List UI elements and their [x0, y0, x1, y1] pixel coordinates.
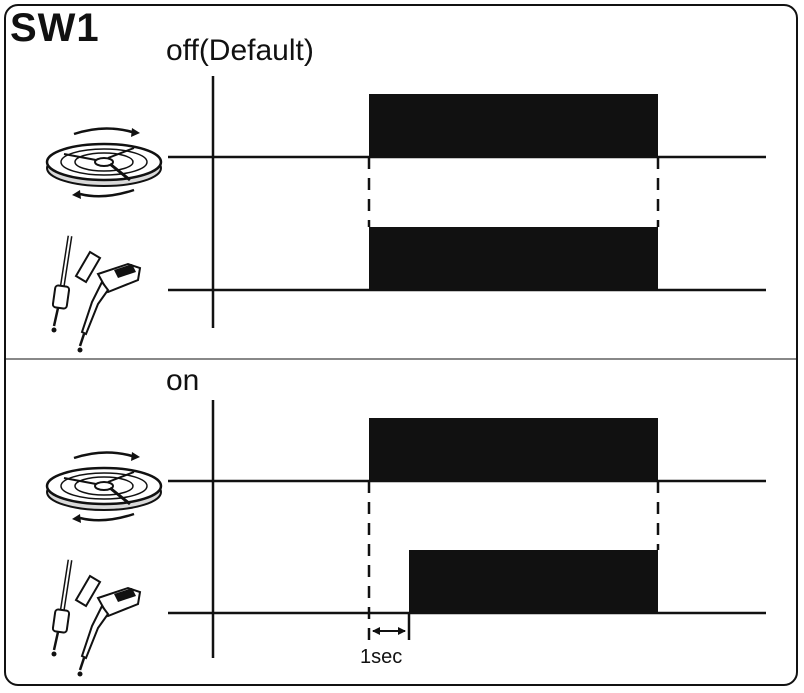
- turntable-icon: [45, 450, 163, 525]
- turntable-signal: [168, 418, 766, 483]
- welding-torch-icon: [52, 560, 141, 677]
- welding-torch-icon: [52, 236, 141, 353]
- torch-signal: [168, 550, 766, 615]
- diagram-title: SW1: [10, 6, 100, 50]
- on-section-label: on: [166, 364, 200, 397]
- delay-arrow: [372, 627, 406, 635]
- torch-signal: [168, 227, 766, 292]
- off-section-label: off(Default): [166, 34, 314, 67]
- turntable-signal: [168, 94, 766, 159]
- turntable-icon: [45, 126, 163, 201]
- delay-label: 1sec: [360, 646, 403, 668]
